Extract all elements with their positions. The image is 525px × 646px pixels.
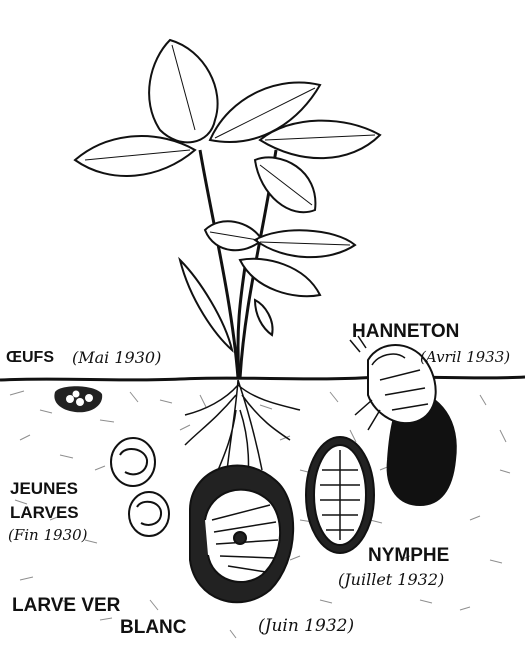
eggs-drawing (54, 386, 102, 412)
beetle-date: (Avril 1933) (420, 350, 510, 366)
young-larvae-date: (Fin 1930) (8, 528, 88, 544)
pupa-drawing (306, 437, 374, 553)
beetle-label: HANNETON (352, 322, 459, 342)
eggs-date: (Mai 1930) (72, 350, 161, 367)
white-grub-label-line2: BLANC (120, 618, 187, 638)
leaf-top (149, 40, 217, 142)
leaf-small (255, 300, 273, 335)
young-larvae-label-line1: JEUNES (10, 480, 78, 498)
pupa-date: (Juillet 1932) (338, 572, 444, 589)
young-larvae-label-line2: LARVES (10, 504, 79, 522)
strawberry-plant (75, 40, 380, 378)
pupa-label: NYMPHE (368, 546, 449, 566)
white-grub-drawing (190, 466, 293, 603)
leaf-left (75, 136, 195, 176)
ground-surface (0, 377, 525, 380)
eggs-label: ŒUFS (6, 350, 54, 367)
young-larvae-drawing (111, 438, 169, 536)
white-grub-label-line1: LARVE VER (12, 596, 120, 616)
white-grub-date: (Juin 1932) (258, 618, 354, 636)
